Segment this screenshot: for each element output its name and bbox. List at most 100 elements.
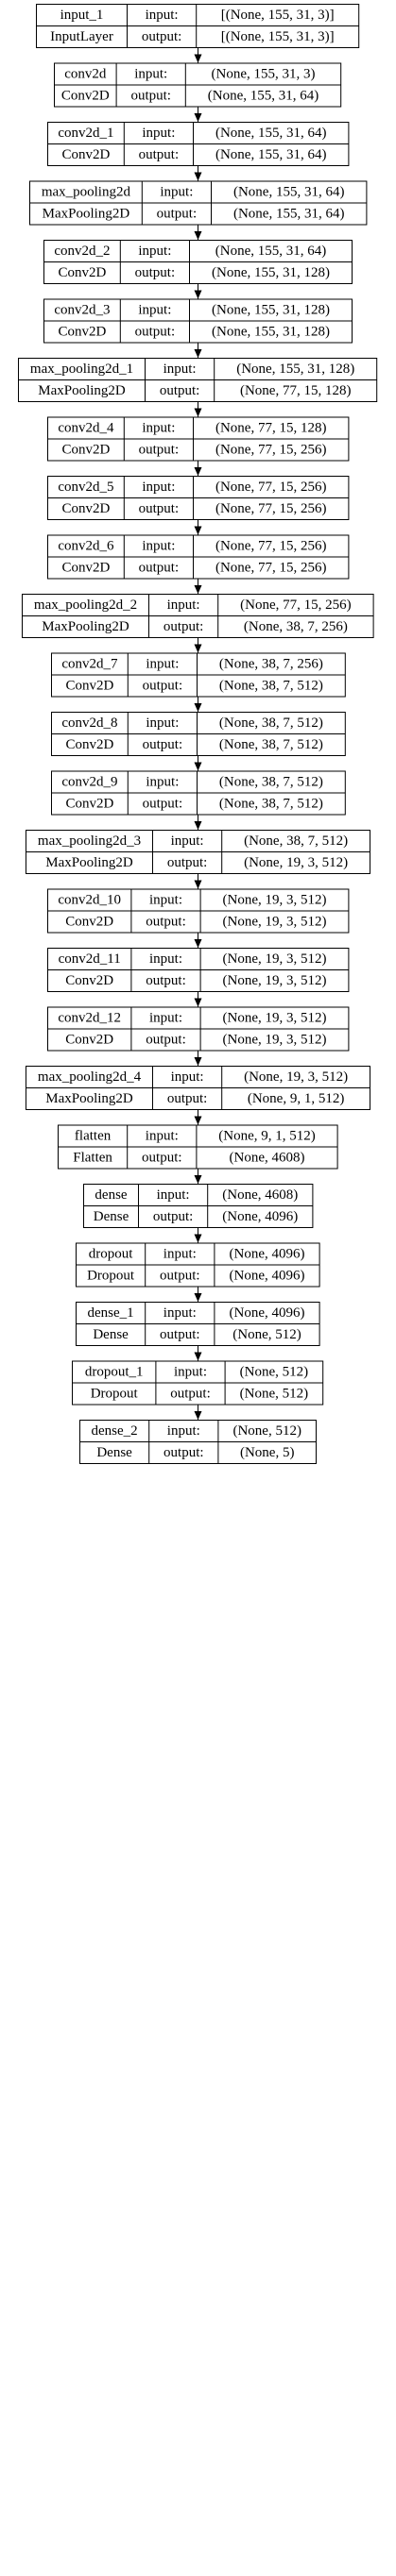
input-label: input: xyxy=(164,1305,197,1321)
input-shape: (None, 512) xyxy=(240,1365,308,1380)
layer-name: dropout xyxy=(89,1247,133,1262)
input-label: input: xyxy=(171,833,204,849)
input-label: input: xyxy=(146,1129,179,1144)
layer-type: Conv2D xyxy=(58,325,106,340)
output-shape: (None, 155, 31, 64) xyxy=(233,207,344,222)
input-label: input: xyxy=(138,244,171,259)
layer-type: Dense xyxy=(96,1445,132,1460)
layer-name: conv2d_3 xyxy=(54,303,110,318)
input-shape: (None, 512) xyxy=(232,1423,301,1439)
input-label: input: xyxy=(138,303,171,318)
layer-type: Conv2D xyxy=(61,147,110,162)
layer-type: Conv2D xyxy=(61,561,110,576)
input-label: input: xyxy=(167,598,200,613)
input-shape: (None, 38, 7, 256) xyxy=(219,657,323,672)
layer-node-max_pooling2d_3: max_pooling2d_3MaxPooling2Dinput:output:… xyxy=(26,830,370,874)
layer-type: Conv2D xyxy=(58,265,106,280)
input-label: input: xyxy=(142,539,175,554)
output-label: output: xyxy=(139,501,180,516)
layer-type: MaxPooling2D xyxy=(45,855,133,870)
input-label: input: xyxy=(149,1011,182,1026)
output-label: output: xyxy=(139,147,180,162)
input-shape: (None, 4096) xyxy=(230,1247,305,1262)
layer-name: dense xyxy=(95,1187,127,1203)
input-label: input: xyxy=(171,1069,204,1085)
layer-type: Dropout xyxy=(91,1387,139,1402)
output-shape: (None, 38, 7, 256) xyxy=(244,619,348,634)
layer-type: Conv2D xyxy=(65,797,113,812)
output-label: output: xyxy=(164,1445,204,1460)
input-shape: (None, 155, 31, 64) xyxy=(233,185,344,200)
input-label: input: xyxy=(146,657,179,672)
output-shape: (None, 19, 3, 512) xyxy=(223,973,327,988)
output-label: output: xyxy=(164,619,204,634)
output-label: output: xyxy=(160,1327,200,1342)
output-label: output: xyxy=(143,737,183,752)
input-label: input: xyxy=(142,480,175,495)
input-shape: (None, 19, 3, 512) xyxy=(223,1011,327,1026)
output-label: output: xyxy=(146,973,186,988)
input-shape: (None, 155, 31, 3) xyxy=(212,67,316,82)
output-label: output: xyxy=(160,383,200,398)
output-label: output: xyxy=(139,561,180,576)
layer-type: MaxPooling2D xyxy=(38,383,126,398)
input-shape: (None, 19, 3, 512) xyxy=(223,951,327,967)
input-label: input: xyxy=(174,1365,207,1380)
input-shape: (None, 77, 15, 256) xyxy=(215,480,326,495)
layer-node-max_pooling2d_4: max_pooling2d_4MaxPooling2Dinput:output:… xyxy=(26,1066,370,1110)
output-shape: (None, 155, 31, 128) xyxy=(212,325,330,340)
output-shape: (None, 4096) xyxy=(230,1269,305,1284)
input-shape: (None, 77, 15, 256) xyxy=(215,539,326,554)
layer-type: InputLayer xyxy=(50,29,113,44)
output-label: output: xyxy=(139,443,180,458)
output-label: output: xyxy=(142,29,182,44)
layer-type: Conv2D xyxy=(65,973,113,988)
layer-name: max_pooling2d_4 xyxy=(38,1069,142,1085)
layer-name: conv2d_10 xyxy=(58,893,121,908)
output-shape: (None, 155, 31, 64) xyxy=(215,147,326,162)
output-shape: (None, 38, 7, 512) xyxy=(219,737,323,752)
output-label: output: xyxy=(142,1151,182,1166)
output-label: output: xyxy=(170,1387,211,1402)
layer-name: max_pooling2d xyxy=(42,185,131,200)
layer-name: dense_2 xyxy=(92,1423,138,1439)
input-label: input: xyxy=(146,775,179,790)
layer-type: Conv2D xyxy=(65,915,113,930)
layer-node-max_pooling2d: max_pooling2dMaxPooling2Dinput:output:(N… xyxy=(29,180,368,226)
layer-type: Conv2D xyxy=(61,501,110,516)
layer-node-max_pooling2d_2: max_pooling2d_2MaxPooling2Dinput:output:… xyxy=(22,594,374,638)
output-shape: (None, 77, 15, 256) xyxy=(215,501,326,516)
layer-name: dense_1 xyxy=(88,1305,134,1321)
output-label: output: xyxy=(153,1209,194,1224)
layer-name: conv2d_12 xyxy=(58,1011,121,1026)
layer-type: Conv2D xyxy=(65,737,113,752)
layer-type: Conv2D xyxy=(61,443,110,458)
input-shape: (None, 19, 3, 512) xyxy=(223,893,327,908)
output-label: output: xyxy=(135,265,176,280)
layer-name: conv2d_11 xyxy=(59,951,121,967)
layer-type: Conv2D xyxy=(61,89,110,104)
input-label: input: xyxy=(134,67,167,82)
input-shape: (None, 155, 31, 128) xyxy=(236,362,354,377)
input-label: input: xyxy=(146,8,179,23)
layer-name: conv2d_2 xyxy=(54,244,110,259)
input-shape: (None, 38, 7, 512) xyxy=(219,716,323,731)
layer-type: Dense xyxy=(94,1209,129,1224)
input-label: input: xyxy=(142,126,175,141)
input-shape: (None, 4608) xyxy=(222,1187,298,1203)
output-shape: (None, 4608) xyxy=(230,1151,305,1166)
input-shape: (None, 9, 1, 512) xyxy=(218,1129,315,1144)
input-shape: (None, 19, 3, 512) xyxy=(244,1069,348,1085)
